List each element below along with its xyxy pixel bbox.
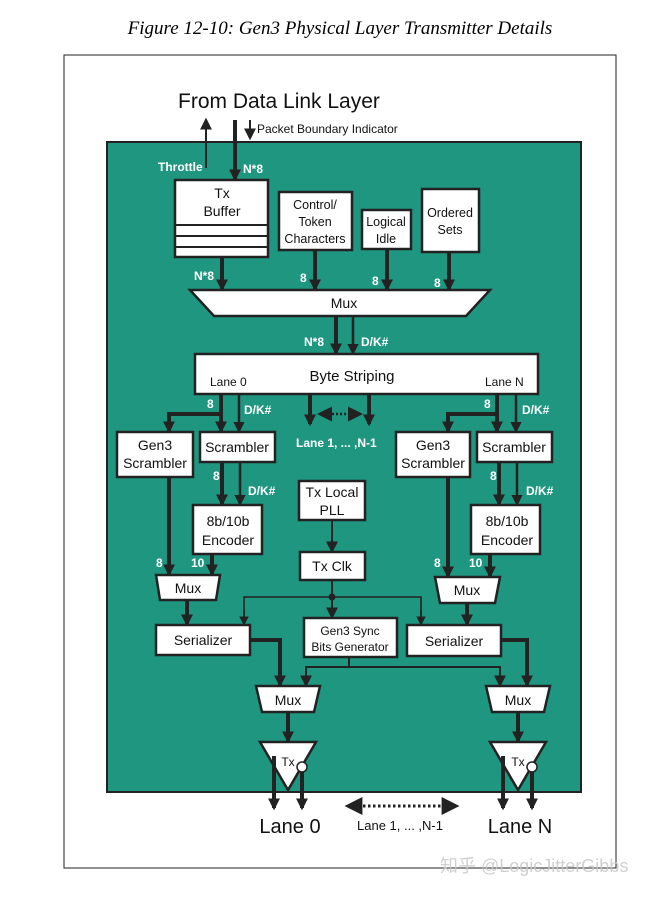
control-label-1: Control/ <box>293 198 337 212</box>
serializer-label: Serializer <box>174 632 233 648</box>
laneN-width-label: 8 <box>484 397 491 411</box>
encoder-width-label: 10 <box>191 556 205 570</box>
gen3-scrambler-laneN <box>394 430 472 479</box>
serializer-label: Serializer <box>425 633 484 649</box>
tx-buffer: Tx Buffer <box>173 178 270 259</box>
encoder-label-2: Encoder <box>202 532 254 548</box>
gen3-width-label: 8 <box>434 556 441 570</box>
tx-clk-label: Tx Clk <box>312 558 353 574</box>
scrambler-label: Scrambler <box>482 439 546 455</box>
serializer-laneN <box>405 623 503 658</box>
laneN-dk-label: D/K# <box>522 403 550 417</box>
lane0-output-mux <box>254 684 322 714</box>
gen3-sync-bits-generator <box>302 616 399 659</box>
tx-clk <box>298 550 367 582</box>
gen3-scrambler-lane0 <box>115 430 195 479</box>
striping-laneN-label: Lane N <box>485 375 524 389</box>
ordered-label-1: Ordered <box>427 206 473 220</box>
tx-buffer-label-1: Tx <box>214 185 230 201</box>
laneN-mux <box>433 575 502 605</box>
encoder-label-1: 8b/10b <box>486 513 529 529</box>
lane0-mux-label: Mux <box>175 580 201 596</box>
scrambler-dk-label: D/K# <box>248 484 276 498</box>
control-label-2: Token <box>298 215 331 229</box>
from-data-link-layer: From Data Link Layer <box>178 90 380 113</box>
top-mux <box>187 288 493 318</box>
serializer-lane0 <box>154 623 252 657</box>
top-mux-label: Mux <box>331 295 357 311</box>
scrambler-label: Scrambler <box>205 439 269 455</box>
scrambler-dk-label: D/K# <box>526 484 554 498</box>
lane0-mux <box>154 573 222 602</box>
scrambler-laneN <box>475 430 554 464</box>
figure-frame <box>63 54 617 869</box>
byte-striping-label: Byte Striping <box>309 368 394 385</box>
encoder-width-label: 10 <box>469 556 483 570</box>
scrambler-width-label: 8 <box>213 469 220 483</box>
output-laneN-label: Lane N <box>488 816 553 838</box>
scrambler-lane0 <box>198 430 277 464</box>
logical-idle: Logical Idle <box>360 208 413 251</box>
input-width-label: N*8 <box>243 162 263 176</box>
control-token-characters: Control/ Token Characters <box>277 190 354 252</box>
figure-title: Figure 12-10: Gen3 Physical Layer Transm… <box>127 18 553 39</box>
buffer-width-label: N*8 <box>194 269 214 283</box>
lane-0-path: 8 D/K# Gen3 Scrambler Scrambler 8 D/K# 8… <box>115 395 322 811</box>
tx-local-pll <box>297 479 367 522</box>
tx-label: Tx <box>511 755 524 769</box>
ordered-width-label: 8 <box>434 276 441 290</box>
sync-gen-label-2: Bits Generator <box>311 640 388 654</box>
middle-lanes-label: Lane 1, ... ,N-1 <box>296 436 377 450</box>
laneN-output-mux-label: Mux <box>505 692 531 708</box>
lane0-output-mux-label: Mux <box>275 692 301 708</box>
lane0-dk-label: D/K# <box>244 403 272 417</box>
gen3-width-label: 8 <box>156 556 163 570</box>
laneN-output-mux <box>484 684 552 714</box>
pll-label-2: PLL <box>320 502 345 518</box>
encoder-laneN <box>469 503 542 556</box>
ordered-sets: Ordered Sets <box>420 187 481 254</box>
sync-gen-label-1: Gen3 Sync <box>320 624 379 638</box>
striping-lane0-label: Lane 0 <box>210 375 247 389</box>
laneN-mux-label: Mux <box>454 582 480 598</box>
output-lane0-label: Lane 0 <box>259 816 320 838</box>
idle-label-1: Logical <box>366 215 406 229</box>
ordered-label-2: Sets <box>437 223 462 237</box>
idle-label-2: Idle <box>376 232 396 246</box>
gen3-scrambler-label-1: Gen3 <box>138 437 172 453</box>
gen3-scrambler-label-2: Scrambler <box>123 455 187 471</box>
control-label-3: Characters <box>284 232 345 246</box>
tx-buffer-label-2: Buffer <box>203 203 240 219</box>
scrambler-width-label: 8 <box>490 469 497 483</box>
gen3-scrambler-label-2: Scrambler <box>401 455 465 471</box>
lane0-width-label: 8 <box>207 397 214 411</box>
pll-label-1: Tx Local <box>306 484 359 500</box>
control-width-label: 8 <box>300 271 307 285</box>
mux-dk-label: D/K# <box>361 335 389 349</box>
gen3-scrambler-label-1: Gen3 <box>416 437 450 453</box>
lane-N-path: 8 D/K# Gen3 Scrambler Scrambler 8 D/K# 8… <box>394 395 554 811</box>
packet-boundary-label: Packet Boundary Indicator <box>257 122 398 136</box>
watermark: 知乎 @LogicJitterGibbs <box>440 856 628 876</box>
byte-striping <box>193 352 540 396</box>
encoder-lane0 <box>191 503 264 556</box>
tx-label: Tx <box>281 755 294 769</box>
clock-path: Tx Local PLL Tx Clk Gen3 Sync Bits Gener… <box>239 479 506 688</box>
encoder-label-1: 8b/10b <box>207 513 250 529</box>
encoder-label-2: Encoder <box>481 532 533 548</box>
idle-width-label: 8 <box>372 274 379 288</box>
throttle-label: Throttle <box>158 160 203 174</box>
mux-width-label: N*8 <box>304 335 324 349</box>
output-middle-label: Lane 1, ... ,N-1 <box>357 818 443 833</box>
